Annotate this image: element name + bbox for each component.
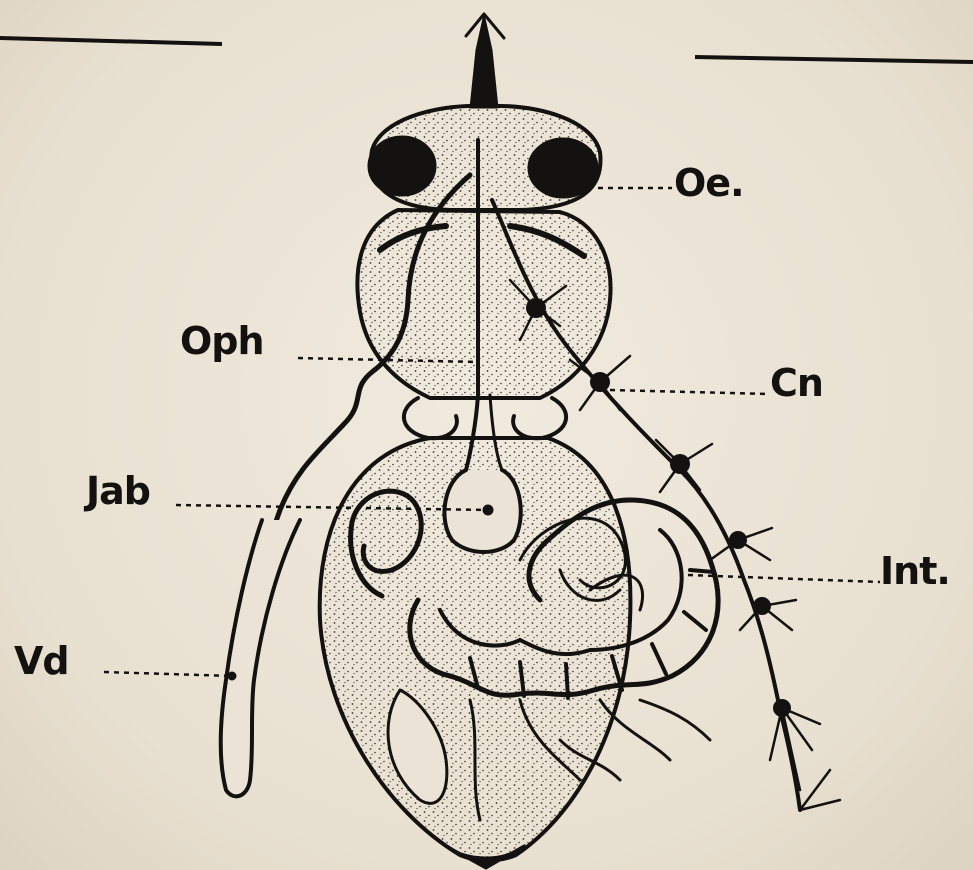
leader-cn [610,390,768,394]
top-rule-right [695,57,973,62]
right-compound-eye [528,138,598,198]
waist-lobe-left [404,398,457,438]
left-compound-eye [368,136,436,196]
top-rule-left [0,38,222,44]
label-oph: Oph [180,322,264,360]
vas-deferens-dot [228,672,236,680]
label-cn: Cn [770,364,823,402]
vas-deferens [221,520,300,796]
label-jab: Jab [86,472,150,510]
leader-vd [104,672,232,676]
label-int: Int. [880,552,950,590]
waist-lobe-right [513,398,566,438]
label-vd: Vd [14,642,69,680]
label-oe: Oe. [674,164,744,202]
